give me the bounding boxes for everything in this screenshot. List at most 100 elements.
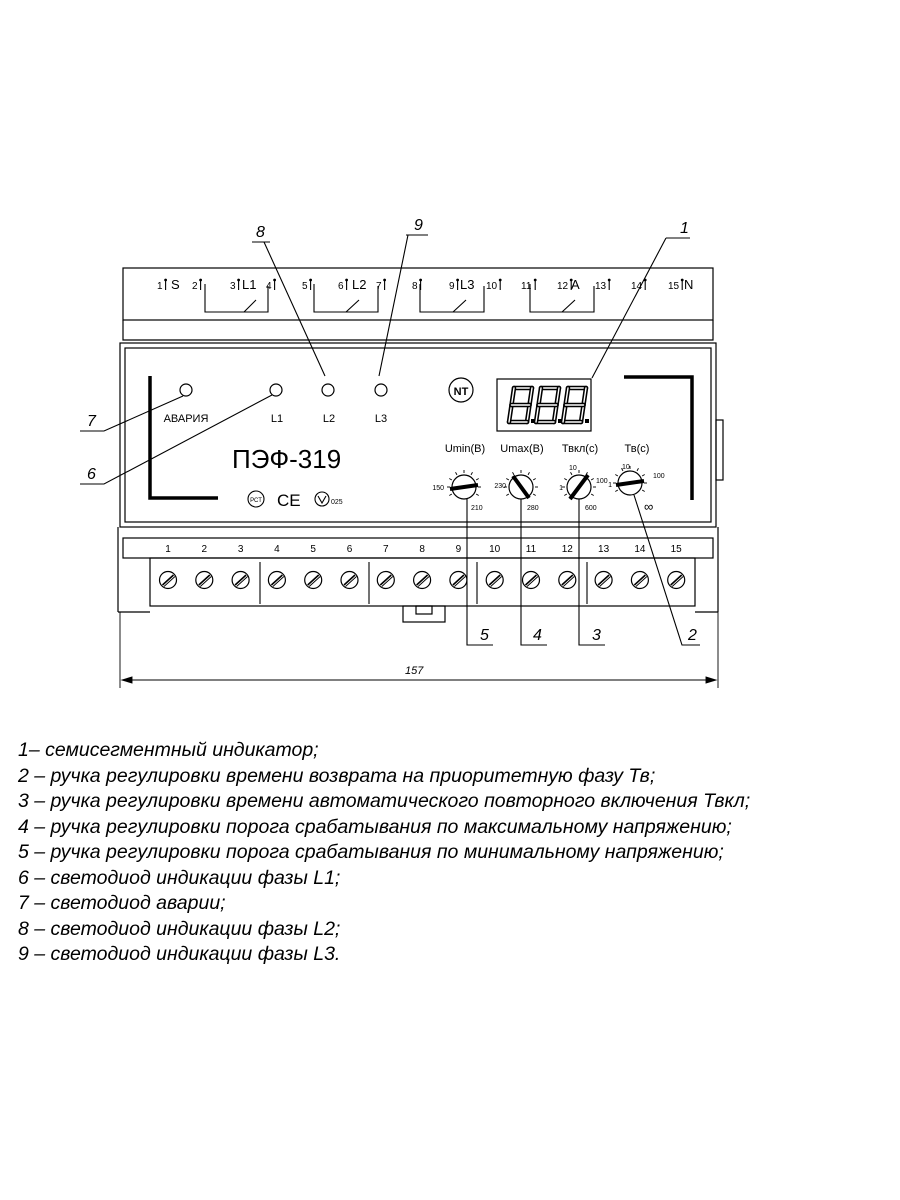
callout-5: 5 [480,627,489,644]
display-digits [506,385,589,425]
led-label-alarm: АВАРИЯ [164,413,209,425]
terminal-screw-icon[interactable] [667,570,686,590]
bottom-terminal-number: 1 [165,544,171,555]
bottom-screws [158,570,686,590]
bottom-terminal-number: 4 [274,544,280,555]
terminal-screw-icon[interactable] [195,570,214,590]
bottom-terminal-number: 15 [671,544,683,555]
terminal-label-l2: L2 [352,277,366,292]
knob-umin[interactable]: 150 210 [432,474,483,512]
bottom-terminal-number: 8 [419,544,425,555]
top-terminal-number: 13 [595,281,607,292]
bottom-terminal-number: 12 [562,544,574,555]
svg-text:РСТ: РСТ [250,498,262,504]
top-terminal-number: 7 [376,281,382,292]
bottom-terminal-number: 10 [489,544,501,555]
terminal-screw-icon[interactable] [340,570,359,590]
callout-2: 2 [687,627,697,644]
legend-item: 1– семисегментный индикатор; [18,739,319,761]
terminal-screw-icon[interactable] [485,570,504,590]
terminal-screw-icon[interactable] [304,570,323,590]
bottom-terminal-number: 7 [383,544,389,555]
svg-text:NT: NT [454,386,469,398]
legend-item: 9 – светодиод индикации фазы L3. [18,943,341,965]
knob-label-tv: Тв(с) [625,443,650,455]
callout-1: 1 [680,220,689,237]
terminal-screw-icon[interactable] [521,570,541,590]
svg-text:230: 230 [494,483,506,490]
svg-text:10: 10 [622,464,630,471]
terminal-screw-icon[interactable] [267,570,286,590]
svg-text:100: 100 [653,473,665,480]
top-terminal-number: 6 [338,281,344,292]
svg-text:1: 1 [608,482,612,489]
housing [117,267,724,623]
top-terminal-wiring [204,284,595,313]
svg-text:1: 1 [559,485,563,492]
callout-3: 3 [592,627,601,644]
dimension-value: 157 [405,665,424,677]
terminal-screw-icon[interactable] [413,570,432,590]
bottom-terminal-number: 6 [347,544,353,555]
top-terminal-number: 5 [302,281,308,292]
callout-6: 6 [87,466,96,483]
knob-tvkl[interactable]: 10 1 100 600 [559,465,608,512]
terminal-screw-icon[interactable] [376,570,395,590]
knob-ticks [447,466,647,496]
terminal-screw-icon[interactable] [594,570,613,590]
svg-text:600: 600 [585,505,597,512]
callout-numbers: 1 2 3 4 5 6 7 8 9 [87,217,697,644]
legend-item: 2 – ручка регулировки времени возврата н… [18,764,656,787]
knob-label-umax: Umax(В) [500,443,543,455]
svg-text:025: 025 [331,499,343,506]
model-name: ПЭФ-319 [232,444,341,474]
bottom-terminal-number: 13 [598,544,610,555]
legend-item: 6 – светодиод индикации фазы L1; [18,866,341,889]
led-l1 [269,383,283,397]
knob-labels: Umin(В) Umax(В) Твкл(с) Тв(с) [445,443,650,455]
terminal-label-a: A [571,277,580,292]
svg-text:280: 280 [527,505,539,512]
terminal-label-l3: L3 [460,277,474,292]
terminal-screw-icon[interactable] [630,570,650,590]
nt-logo-icon: NT [448,377,474,403]
knob-tv[interactable]: 10 1 100 ∞ [608,464,665,514]
top-terminal-number: 12 [557,281,569,292]
callout-4: 4 [533,627,542,644]
terminal-screw-icon[interactable] [158,570,178,590]
knob-label-tvkl: Твкл(с) [562,443,598,455]
callout-8: 8 [256,224,265,241]
callout-9: 9 [414,217,423,234]
knob-label-umin: Umin(В) [445,443,485,455]
top-terminal-number: 15 [668,281,680,292]
eac-mark-icon: 025 [314,491,343,507]
corner-bracket-right [624,375,694,500]
top-terminal-number: 9 [449,281,455,292]
top-terminal-number: 14 [631,281,643,292]
led-alarm [179,383,193,397]
bottom-terminal-number: 14 [634,544,646,555]
terminal-screw-icon[interactable] [558,570,577,590]
legend-item: 4 – ручка регулировки порога срабатывани… [18,815,732,838]
legend-list: 1– семисегментный индикатор; 2 – ручка р… [18,738,888,968]
led-l3 [374,383,388,397]
led-label-l2: L2 [323,413,335,425]
terminal-screw-icon[interactable] [449,570,468,590]
seven-segment-display [496,378,592,432]
rst-mark-icon: РСТ [247,490,265,508]
top-terminal-number: 2 [192,281,198,292]
led-label-l3: L3 [375,413,387,425]
top-terminal-number: 3 [230,281,236,292]
led-label-l1: L1 [271,413,283,425]
terminal-screw-icon[interactable] [231,570,250,590]
top-terminal-number: 4 [266,281,272,292]
svg-text:210: 210 [471,505,483,512]
ce-mark: CE [277,491,301,510]
legend-item: 8 – светодиод индикации фазы L2; [18,917,341,940]
terminal-label-l1: L1 [242,277,256,292]
legend-item: 3 – ручка регулировки времени автоматиче… [18,790,751,812]
knob-umax[interactable]: 230 280 [494,474,539,512]
